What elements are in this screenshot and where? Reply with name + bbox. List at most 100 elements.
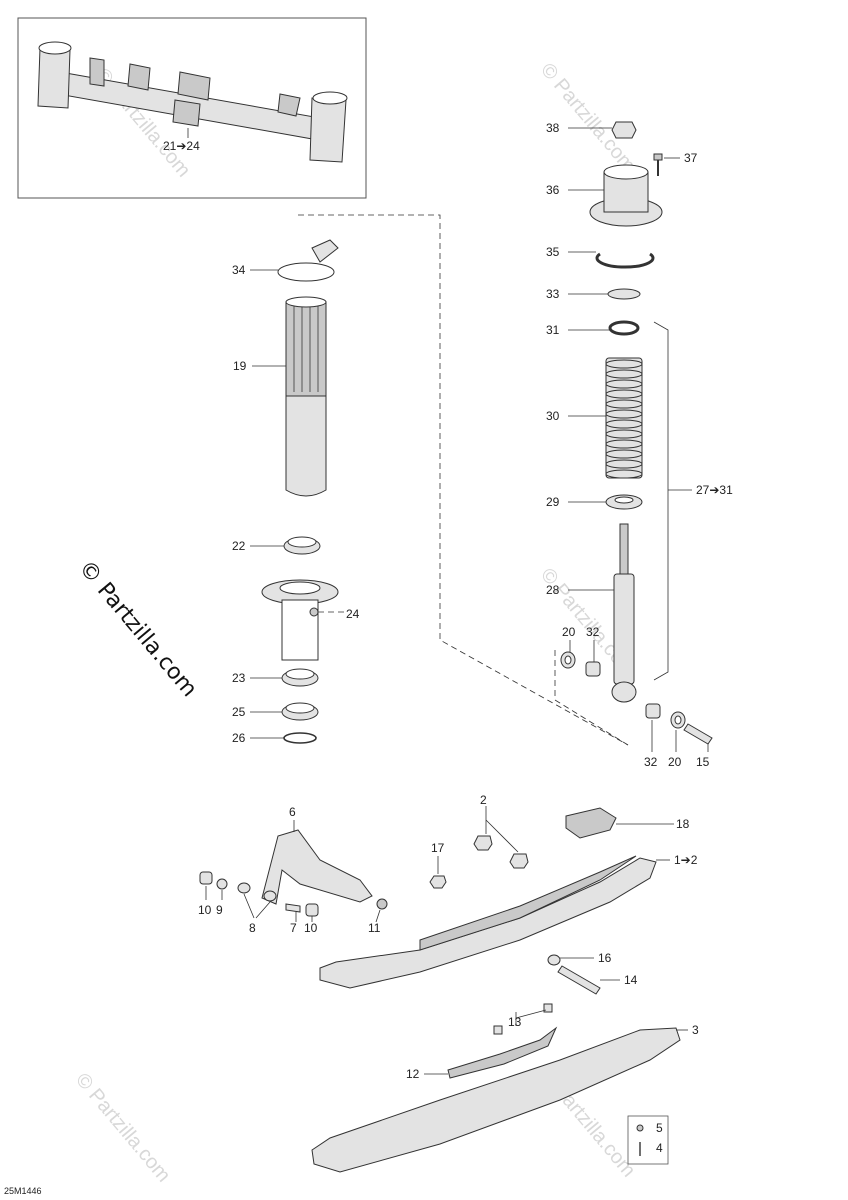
part-9-washer xyxy=(216,878,228,890)
label-35: 35 xyxy=(546,245,560,259)
label-25: 25 xyxy=(232,705,246,719)
part-5-icon xyxy=(636,1124,644,1132)
leader-8 xyxy=(243,893,271,919)
label-4: 4 xyxy=(656,1141,663,1155)
label-8: 8 xyxy=(249,921,256,935)
label-7: 7 xyxy=(290,921,297,935)
part-8-washer-2 xyxy=(263,890,277,902)
part-22-bushing-top xyxy=(287,536,317,548)
part-14-bolt xyxy=(557,965,601,995)
part-32-bushing-right xyxy=(645,703,661,719)
part-12-runner xyxy=(447,1026,558,1079)
part-24-fitting xyxy=(309,607,319,617)
spring-coil-2 xyxy=(605,369,643,379)
part-33-washer xyxy=(607,288,641,300)
faint-watermark-1: © Partzilla.com xyxy=(536,59,639,176)
label-38: 38 xyxy=(546,121,560,135)
label-36: 36 xyxy=(546,183,560,197)
part-15-bolt xyxy=(683,723,713,745)
part-19-top xyxy=(285,296,327,308)
spring-coil-7 xyxy=(605,419,643,429)
part-32-bushing-left xyxy=(585,661,601,677)
frame-bracket-1 xyxy=(89,57,105,87)
faint-watermarks: © Partzilla.com © Partzilla.com © Partzi… xyxy=(71,59,639,1186)
label-3: 3 xyxy=(692,1023,699,1037)
label-1-2: 1➔2 xyxy=(674,853,698,867)
spring-coil-1 xyxy=(605,359,643,369)
label-33: 33 xyxy=(546,287,560,301)
part-11-bolt xyxy=(376,898,388,910)
part-3-ski-skin xyxy=(311,1027,681,1173)
label-22: 22 xyxy=(232,539,246,553)
spring-coil-5 xyxy=(605,399,643,409)
frame-bracket-5 xyxy=(277,93,301,117)
label-32a: 32 xyxy=(586,625,600,639)
part-2-nut-1 xyxy=(473,835,493,851)
part-31-seat xyxy=(608,320,640,336)
part-36-cup-top xyxy=(603,164,649,180)
label-23: 23 xyxy=(232,671,246,685)
part-38-nut xyxy=(611,121,637,139)
part-20-washer-right-hole xyxy=(674,715,682,725)
part-25-bushing-top xyxy=(285,702,315,714)
frame-bracket-2 xyxy=(127,63,151,91)
part-37-bolt-head xyxy=(653,153,663,161)
label-12: 12 xyxy=(406,1067,420,1081)
leader-2 xyxy=(485,806,519,853)
label-16: 16 xyxy=(598,951,612,965)
part-26-circlip xyxy=(283,732,317,744)
frame-right-post xyxy=(309,97,347,163)
part-13-nut-1 xyxy=(493,1025,503,1035)
label-27-31: 27➔31 xyxy=(696,483,733,497)
diagram-code: 25M1446 xyxy=(4,1186,42,1196)
label-15: 15 xyxy=(696,755,710,769)
label-10a: 10 xyxy=(198,903,212,917)
bracket-27-31 xyxy=(653,321,669,681)
frame-left-post-top xyxy=(38,41,72,55)
part-7-bolt xyxy=(285,903,301,913)
part-34-tab xyxy=(311,239,339,263)
dash-path-main xyxy=(298,214,629,746)
spring-coil-12 xyxy=(605,469,643,479)
label-13: 13 xyxy=(508,1015,522,1029)
label-24: 24 xyxy=(346,607,360,621)
frame-right-post-top xyxy=(312,91,348,105)
part-6-spindle xyxy=(261,829,373,905)
label-29: 29 xyxy=(546,495,560,509)
label-26: 26 xyxy=(232,731,246,745)
spring-coil-11 xyxy=(605,459,643,469)
watermark-main: © Partzilla.com xyxy=(73,556,201,702)
label-2: 2 xyxy=(480,793,487,807)
frame-left-post xyxy=(37,47,71,109)
part-23-bushing-top xyxy=(285,668,315,680)
frame-bracket-3 xyxy=(177,71,211,101)
assembly-dash-lines xyxy=(298,214,629,746)
part-29-seat-hole xyxy=(614,496,634,504)
label-20b: 20 xyxy=(668,755,682,769)
spring-coil-6 xyxy=(605,409,643,419)
label-17: 17 xyxy=(431,841,445,855)
part-18-bumper xyxy=(565,807,617,839)
part-1-ski-ribs xyxy=(419,855,637,951)
label-18: 18 xyxy=(676,817,690,831)
part-35-clip xyxy=(595,252,655,269)
label-37: 37 xyxy=(684,151,698,165)
part-28-rod xyxy=(619,523,629,575)
label-11: 11 xyxy=(368,921,381,935)
label-21-24: 21➔24 xyxy=(163,139,200,153)
part-34-ring xyxy=(277,262,335,282)
frame-bracket-4 xyxy=(172,99,201,127)
spring-coil-10 xyxy=(605,449,643,459)
leader-13 xyxy=(515,1009,547,1026)
label-20a: 20 xyxy=(562,625,576,639)
shock-absorber-group: 38 37 36 35 33 31 xyxy=(546,121,733,769)
spring-coil-8 xyxy=(605,429,643,439)
part-16-washer xyxy=(547,954,561,966)
label-34: 34 xyxy=(232,263,246,277)
part-13-nut-2 xyxy=(543,1003,553,1013)
steering-column-group: 34 19 22 24 23 25 26 xyxy=(232,239,360,745)
label-30: 30 xyxy=(546,409,560,423)
dash-path-bolt xyxy=(554,650,629,746)
ski-group: 18 2 17 1➔2 6 11 10 9 8 xyxy=(198,793,699,1173)
